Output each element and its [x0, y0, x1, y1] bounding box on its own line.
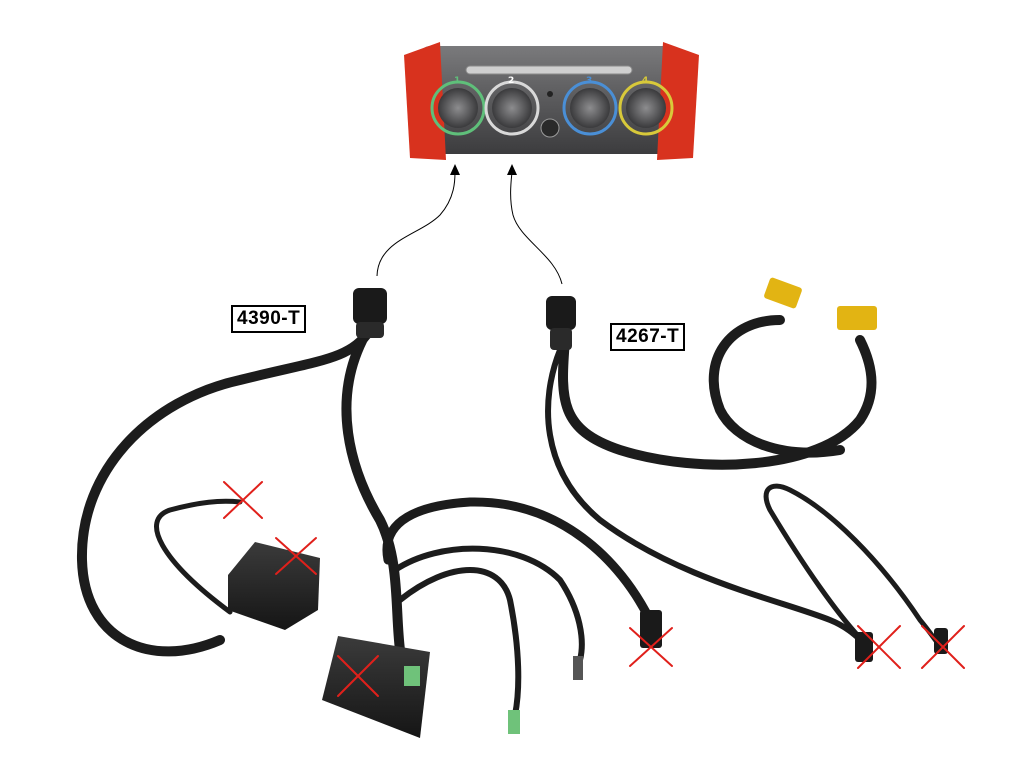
green-connector — [404, 666, 420, 686]
x-mark-icon — [275, 537, 317, 575]
right-bumper — [657, 42, 699, 160]
acquisition-device: 1 2 3 4 — [404, 42, 699, 160]
port-3 — [562, 80, 618, 136]
arrow-up-icon — [507, 164, 517, 175]
cable-4390-t — [76, 325, 655, 718]
arrow-up-icon — [510, 171, 563, 285]
status-led — [547, 91, 553, 97]
port-number-1: 1 — [454, 76, 460, 86]
x-mark-icon — [921, 625, 965, 669]
yellow-connector-a — [764, 277, 802, 309]
cable-4267-t — [545, 315, 943, 651]
connector-plug-c — [855, 632, 873, 662]
arrows — [376, 171, 563, 285]
arrow-up-icon — [376, 171, 456, 277]
x-mark-icon — [223, 481, 263, 519]
arrow-up-icon — [450, 164, 460, 175]
part-number-label-4390: 4390-T — [231, 305, 307, 333]
port-number-3: 3 — [586, 76, 592, 86]
sensor-box-left — [228, 542, 320, 630]
x-marks — [223, 481, 965, 697]
port-1 — [430, 80, 486, 136]
junction-box-main — [322, 636, 430, 738]
left-bumper — [404, 42, 446, 160]
x-mark-icon — [629, 627, 673, 667]
x-mark-icon — [857, 625, 901, 669]
connector-plug-b — [573, 656, 583, 680]
yellow-connector-b — [837, 306, 877, 330]
connector-plug-green — [508, 710, 520, 734]
port-number-4: 4 — [642, 76, 648, 86]
device-handle — [465, 65, 633, 75]
part-number-label-4267: 4267-T — [610, 323, 686, 351]
port-4 — [618, 80, 674, 136]
cable-4267-connector — [546, 296, 576, 350]
connector-plug-a — [640, 610, 662, 648]
cable-4390-connector — [353, 288, 387, 338]
port-2 — [484, 80, 540, 136]
aux-port — [540, 118, 560, 138]
port-number-2: 2 — [508, 76, 514, 86]
x-mark-icon — [337, 655, 379, 697]
